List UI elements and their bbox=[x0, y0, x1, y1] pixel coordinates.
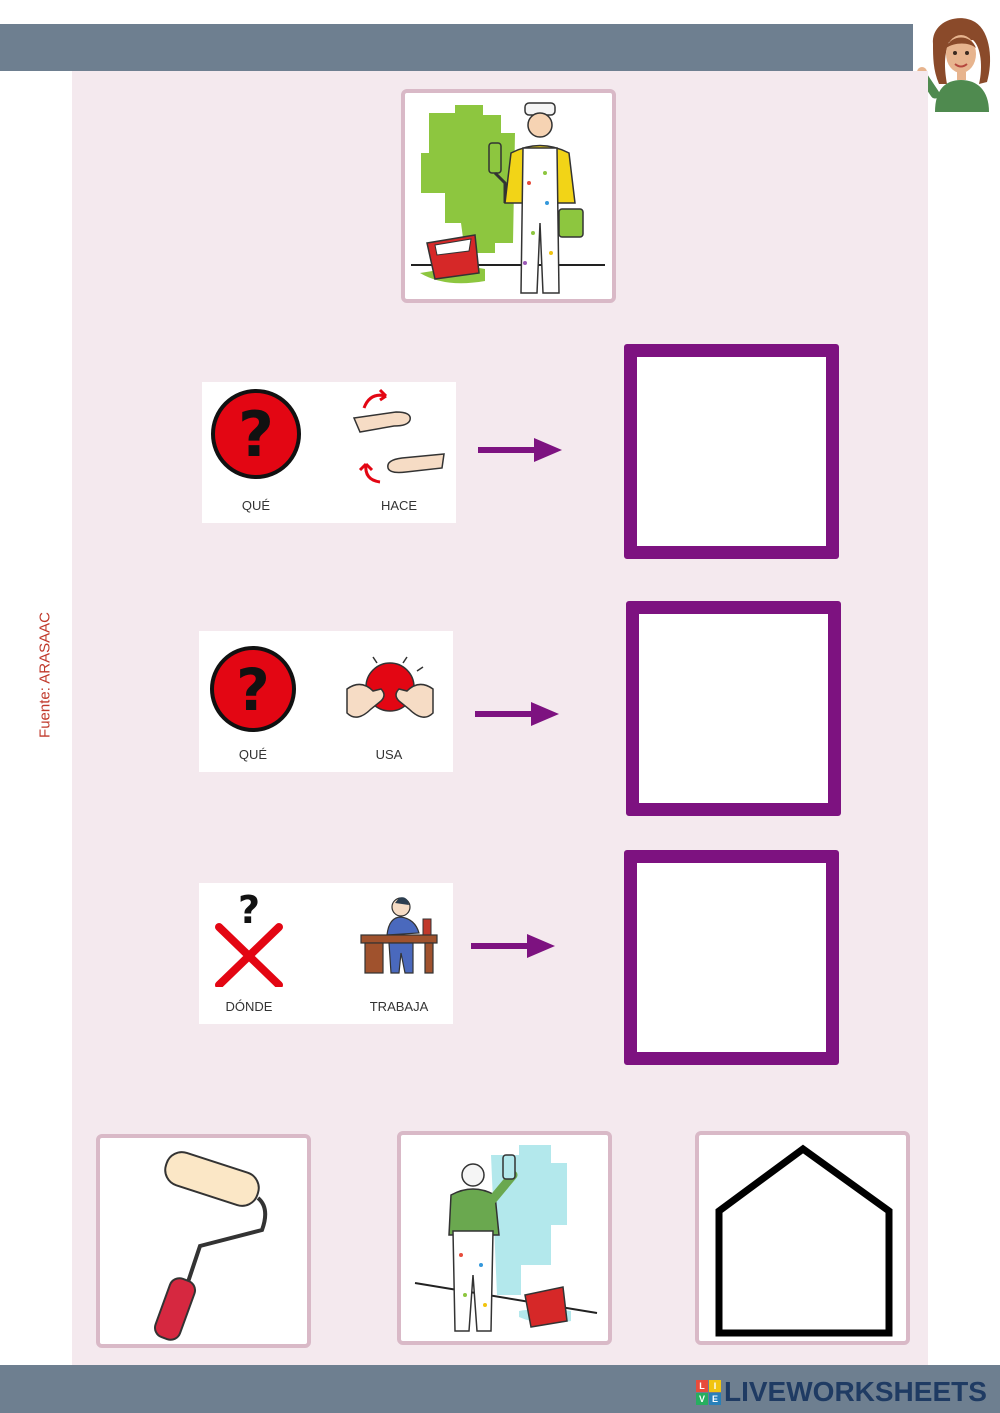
paint-roller-icon bbox=[153, 1151, 268, 1341]
person-working-desk-icon bbox=[360, 897, 438, 974]
arrow-icon bbox=[471, 934, 555, 958]
arrow-icon bbox=[478, 438, 562, 462]
liveworksheets-wordmark: LIVEWORKSHEETS bbox=[724, 1376, 987, 1407]
question-word-label: QUÉ bbox=[241, 498, 271, 513]
question-mark-icon: ? bbox=[211, 389, 301, 479]
option-card-painting-wall[interactable] bbox=[397, 1131, 612, 1345]
liveworksheets-logo: L I V E LIVEWORKSHEETS bbox=[696, 1374, 987, 1410]
question-word-label: DÓNDE bbox=[225, 999, 273, 1014]
svg-text:?: ? bbox=[238, 398, 274, 471]
hands-giving-icon bbox=[352, 388, 445, 484]
question-pictogram-what-does: ? QUÉ HACE bbox=[202, 382, 456, 523]
answer-drop-zone-what-uses[interactable] bbox=[626, 601, 841, 816]
verb-word-label: HACE bbox=[380, 498, 418, 513]
verb-word-label: TRABAJA bbox=[369, 999, 429, 1014]
footer-bar bbox=[0, 1365, 1000, 1413]
painter-picture bbox=[401, 89, 616, 303]
where-question-icon: ? bbox=[215, 889, 283, 987]
teacher-avatar bbox=[913, 12, 1000, 112]
question-mark-icon: ? bbox=[210, 646, 296, 732]
question-pictogram-what-uses: ? QUÉ USA bbox=[199, 631, 453, 772]
question-word-label: QUÉ bbox=[238, 747, 268, 762]
arrow-icon bbox=[475, 702, 559, 726]
source-credit: Fuente: ARASAAC bbox=[20, 600, 70, 750]
answer-drop-zone-what-does[interactable] bbox=[624, 344, 839, 559]
hands-using-icon bbox=[346, 656, 434, 718]
house-icon bbox=[715, 1144, 893, 1337]
option-card-house[interactable] bbox=[695, 1131, 910, 1345]
svg-text:?: ? bbox=[236, 656, 270, 724]
source-label: Fuente: ARASAAC bbox=[36, 612, 54, 738]
painter-painting-icon bbox=[414, 1145, 598, 1332]
liveworksheets-logo-mark: L I V E bbox=[696, 1379, 721, 1405]
verb-word-label: USA bbox=[375, 747, 403, 762]
question-pictogram-where-works: ? DÓNDE TRABAJA bbox=[199, 883, 453, 1024]
svg-text:?: ? bbox=[238, 889, 260, 932]
answer-drop-zone-where-works[interactable] bbox=[624, 850, 839, 1065]
option-card-paint-roller[interactable] bbox=[96, 1134, 311, 1348]
header-bar bbox=[0, 24, 913, 71]
